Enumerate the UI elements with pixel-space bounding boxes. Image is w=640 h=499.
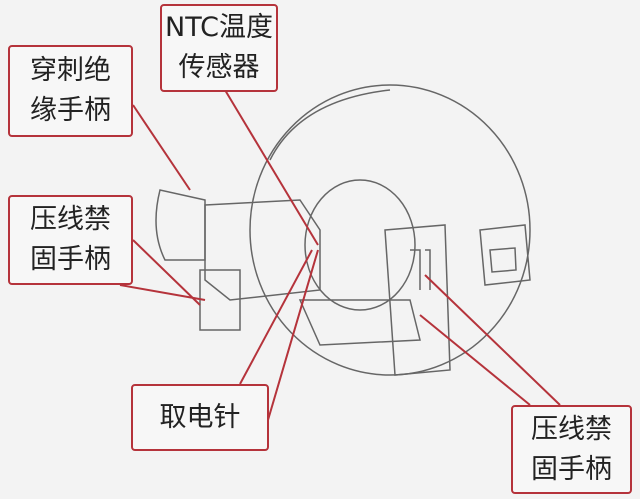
label-line: 传感器 [178, 52, 260, 83]
label-ntc-temperature-sensor: NTC温度 传感器 [160, 4, 278, 92]
label-line: 固手柄 [30, 244, 111, 275]
device-outline [155, 84, 531, 376]
label-line: 穿刺绝 [30, 55, 111, 86]
label-clamp-handle-left: 压线禁 固手柄 [8, 195, 133, 285]
label-power-pin: 取电针 [131, 384, 269, 451]
label-clamp-handle-right: 压线禁 固手柄 [511, 405, 632, 494]
label-line: 取电针 [159, 401, 241, 433]
label-line: 缘手柄 [30, 95, 111, 126]
label-line: 压线禁 [531, 413, 612, 445]
label-line: 固手柄 [531, 453, 612, 485]
label-line: NTC温度 [165, 12, 273, 43]
label-line: 压线禁 [30, 204, 111, 235]
callout-lines [119, 89, 561, 421]
label-piercing-insulation-handle: 穿刺绝 缘手柄 [8, 45, 133, 137]
